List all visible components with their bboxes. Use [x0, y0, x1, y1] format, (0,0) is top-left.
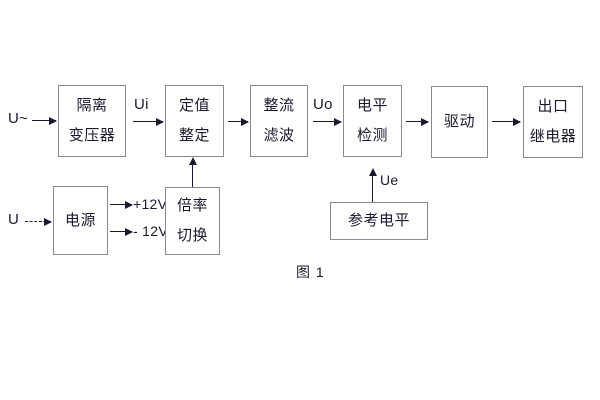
arrow-power-supply-positive-rail	[110, 200, 133, 209]
block-level-detection: 电平 检测	[343, 85, 402, 157]
block-isolation-transformer-line-1: 隔离	[76, 97, 108, 115]
block-level-detection-line-2: 检测	[356, 127, 388, 144]
block-reference-level-line-1: 参考电平	[347, 212, 410, 230]
arrow-drive-to-output-relay	[492, 117, 521, 126]
arrow-input-ac-to-isolation-transformer	[32, 116, 57, 125]
block-setting-value-line-1: 定值	[178, 97, 210, 115]
arrow-input-dc-to-power-supply	[25, 217, 52, 226]
rail-positive-label: +12V	[133, 196, 168, 212]
block-output-relay-line-2: 继电器	[529, 128, 577, 145]
arrow-rectify-filter-to-level-detection	[313, 117, 342, 126]
block-isolation-transformer: 隔离 变压器	[58, 85, 126, 157]
arrow-isolation-transformer-to-setting-value	[133, 117, 164, 126]
figure-caption: 图 1	[296, 264, 325, 280]
block-drive: 驱动	[431, 86, 488, 158]
block-level-detection-line-1: 电平	[356, 97, 388, 115]
block-output-relay-line-1: 出口	[537, 98, 569, 116]
signal-ue-label: Ue	[380, 172, 399, 188]
block-output-relay: 出口 继电器	[523, 86, 583, 158]
block-multiplier-switch-line-1: 倍率	[176, 197, 208, 215]
block-drive-line-1: 驱动	[443, 113, 475, 131]
block-multiplier-switch: 倍率 切换	[165, 187, 220, 255]
arrow-setting-value-to-rectify-filter	[228, 117, 249, 126]
block-rectify-filter: 整流 滤波	[250, 85, 308, 157]
block-power-supply-line-1: 电源	[64, 211, 96, 229]
block-setting-value: 定值 整定	[165, 85, 224, 157]
arrow-multiplier-switch-to-setting-value	[188, 157, 197, 187]
arrow-level-detection-to-drive	[406, 117, 429, 126]
block-rectify-filter-line-2: 滤波	[263, 127, 295, 144]
block-isolation-transformer-line-2: 变压器	[68, 127, 116, 144]
block-power-supply: 电源	[53, 186, 108, 255]
block-rectify-filter-line-1: 整流	[263, 97, 295, 115]
arrow-reference-level-to-level-detection	[368, 168, 377, 202]
input-dc-label: U	[8, 211, 20, 228]
block-reference-level: 参考电平	[330, 202, 428, 240]
rail-negative-label: - 12V	[133, 223, 168, 239]
signal-ui-label: Ui	[134, 96, 149, 113]
block-setting-value-line-2: 整定	[178, 127, 210, 144]
signal-uo-label: Uo	[313, 96, 333, 113]
input-ac-label: U~	[8, 110, 29, 127]
arrow-power-supply-negative-rail	[110, 227, 133, 236]
block-multiplier-switch-line-2: 切换	[176, 227, 208, 244]
